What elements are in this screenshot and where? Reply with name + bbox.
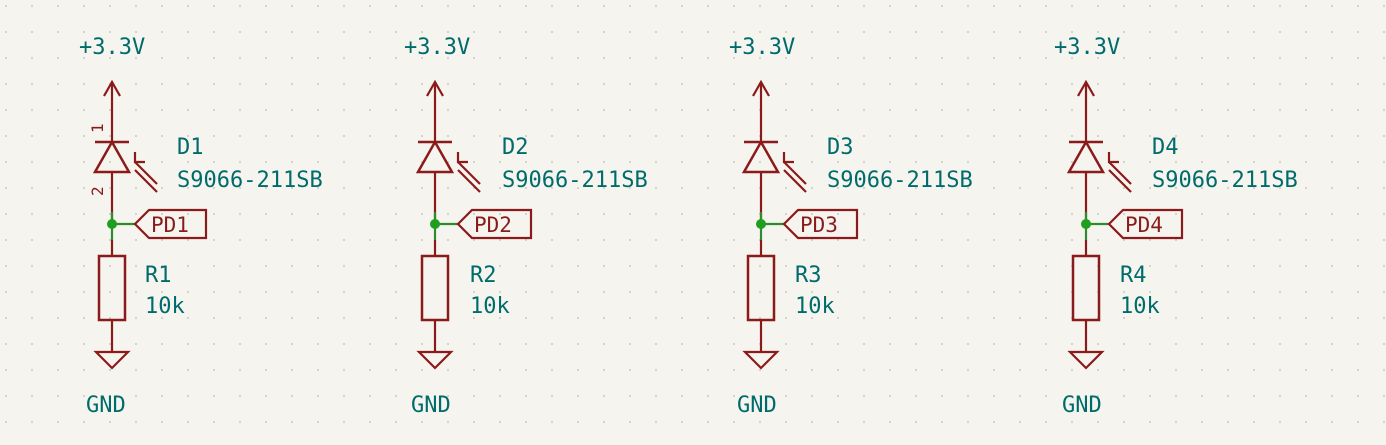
ground-symbol[interactable] xyxy=(93,350,131,370)
net-label-tag[interactable]: PD1 xyxy=(133,208,208,240)
power-arrow-symbol[interactable] xyxy=(1077,79,1095,142)
junction-dot xyxy=(756,219,766,229)
resistor-ref: R4 xyxy=(1120,263,1147,288)
resistor-value: 10k xyxy=(1120,294,1160,319)
resistor-ref: R3 xyxy=(795,263,822,288)
power-label: +3.3V xyxy=(729,35,795,60)
diode-value: S9066-211SB xyxy=(1152,168,1298,193)
light-arrows-icon xyxy=(133,152,158,193)
power-label: +3.3V xyxy=(79,35,145,60)
resistor-symbol[interactable] xyxy=(1071,240,1101,352)
junction-dot xyxy=(107,219,117,229)
diode-ref: D3 xyxy=(827,135,854,160)
net-label-tag[interactable]: PD2 xyxy=(456,208,533,240)
light-arrows-icon xyxy=(782,152,807,193)
light-arrows-icon xyxy=(1107,152,1132,193)
channel-2[interactable]: +3.3V D2 S9066-211SB PD2 xyxy=(404,35,648,418)
diode-ref: D1 xyxy=(177,135,204,160)
resistor-value: 10k xyxy=(470,294,510,319)
channel-4[interactable]: +3.3V D4 S9066-211SB PD4 xyxy=(1054,35,1298,418)
diode-value: S9066-211SB xyxy=(502,168,648,193)
net-label-text: PD1 xyxy=(151,213,189,237)
power-arrow-symbol[interactable] xyxy=(752,79,770,142)
diode-value: S9066-211SB xyxy=(827,168,973,193)
ground-symbol[interactable] xyxy=(742,350,780,370)
diode-ref: D2 xyxy=(502,135,529,160)
resistor-ref: R2 xyxy=(470,263,497,288)
pin-number-1: 1 xyxy=(88,123,107,133)
power-arrow-symbol[interactable] xyxy=(426,79,444,142)
power-arrow-symbol[interactable] xyxy=(103,79,121,142)
net-wire[interactable] xyxy=(756,212,784,240)
photodiode-symbol[interactable] xyxy=(92,139,158,224)
net-label-text: PD3 xyxy=(800,213,838,237)
photodiode-symbol[interactable] xyxy=(741,139,807,224)
ground-label: GND xyxy=(411,393,451,418)
junction-dot xyxy=(430,219,440,229)
ground-label: GND xyxy=(86,393,126,418)
junction-dot xyxy=(1081,219,1091,229)
net-wire[interactable] xyxy=(1081,212,1109,240)
power-label: +3.3V xyxy=(404,35,470,60)
resistor-value: 10k xyxy=(145,294,185,319)
channel-3[interactable]: +3.3V D3 S9066-211SB PD3 xyxy=(729,35,973,418)
resistor-symbol[interactable] xyxy=(420,240,450,352)
light-arrows-icon xyxy=(456,152,481,193)
resistor-symbol[interactable] xyxy=(97,240,127,352)
resistor-ref: R1 xyxy=(145,263,172,288)
pin-number-2: 2 xyxy=(88,186,107,196)
ground-label: GND xyxy=(737,393,777,418)
net-label-text: PD4 xyxy=(1125,213,1163,237)
resistor-value: 10k xyxy=(795,294,835,319)
ground-symbol[interactable] xyxy=(1067,350,1105,370)
channel-1[interactable]: +3.3V 1 2 D1 S9066-211SB PD1 xyxy=(79,35,323,418)
net-label-tag[interactable]: PD3 xyxy=(782,208,859,240)
diode-ref: D4 xyxy=(1152,135,1179,160)
ground-label: GND xyxy=(1062,393,1102,418)
resistor-symbol[interactable] xyxy=(746,240,776,352)
diode-value: S9066-211SB xyxy=(177,168,323,193)
power-label: +3.3V xyxy=(1054,35,1120,60)
ground-symbol[interactable] xyxy=(416,350,454,370)
net-label-tag[interactable]: PD4 xyxy=(1107,208,1184,240)
net-wire[interactable] xyxy=(430,212,458,240)
net-label-text: PD2 xyxy=(474,213,512,237)
net-wire[interactable] xyxy=(107,212,135,240)
